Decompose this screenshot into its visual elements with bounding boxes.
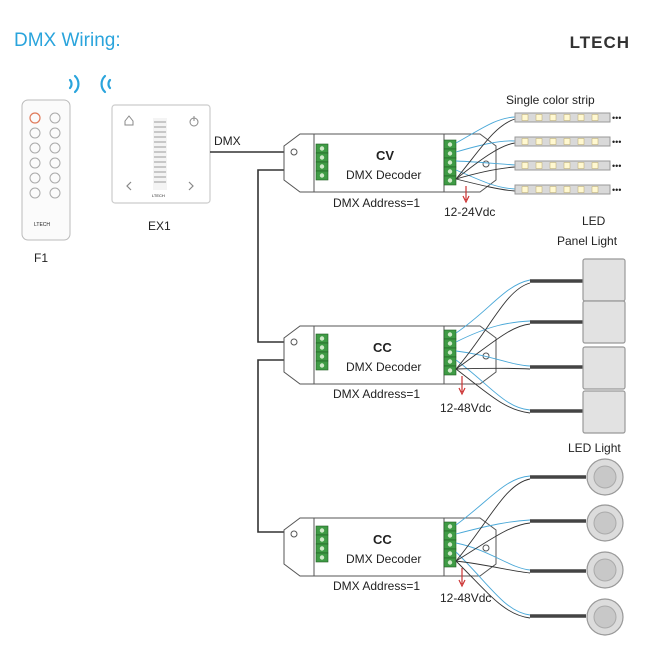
led-strip-3 [514,160,611,171]
remote-brand-text: LTECH [34,222,50,228]
strip-2-continuation: ••• [612,137,621,147]
strip-3-continuation: ••• [612,161,621,171]
decoder-1-power-arrow [462,186,470,204]
decoder-1-address: DMX Address=1 [333,196,420,210]
panel-light-cables [530,279,583,413]
decoder-3-name: DMX Decoder [346,552,421,566]
dmx-label: DMX [214,134,241,148]
decoder-2-power-arrow [458,376,466,396]
decoder-2-type: CC [373,340,392,355]
panel-light-label-line2: Panel Light [557,234,618,248]
remote-control-f1: LTECH [21,99,71,241]
led-light-cables [530,475,586,618]
panel-brand-text: LTECH [152,193,165,198]
decoder-1-name: DMX Decoder [346,168,421,182]
decoder-2 [283,325,497,385]
wall-panel-ex1: LTECH [111,104,211,204]
led-strip-1 [514,112,611,123]
led-strip-2 [514,136,611,147]
led-light-label: LED Light [568,441,621,455]
decoder-3-voltage: 12-48Vdc [440,591,491,605]
panel-label: EX1 [148,219,171,233]
decoder-3 [283,517,497,577]
decoder-3-address: DMX Address=1 [333,579,420,593]
led-light-wires [455,475,531,619]
led-light-fixture [586,458,624,636]
panel-light-label-line1: LED [582,214,606,228]
strip-1-continuation: ••• [612,113,621,123]
led-panel-light [582,258,626,434]
remote-label: F1 [34,251,48,265]
decoder-1-type: CV [376,148,394,163]
decoder-3-power-arrow [458,568,466,588]
strip-wires [455,116,516,192]
decoder-2-address: DMX Address=1 [333,387,420,401]
decoder-2-name: DMX Decoder [346,360,421,374]
strip-label: Single color strip [506,93,595,107]
decoder-1 [283,133,497,193]
page-title: DMX Wiring: [14,30,121,51]
panel-light-wires [455,279,531,414]
strip-4-continuation: ••• [612,185,621,195]
decoder-2-voltage: 12-48Vdc [440,401,491,415]
brand-logo: LTECH [569,33,630,52]
wireless-signal-icon [68,74,112,94]
led-strip-4 [514,184,611,195]
decoder-3-type: CC [373,532,392,547]
decoder-1-voltage: 12-24Vdc [444,205,495,219]
